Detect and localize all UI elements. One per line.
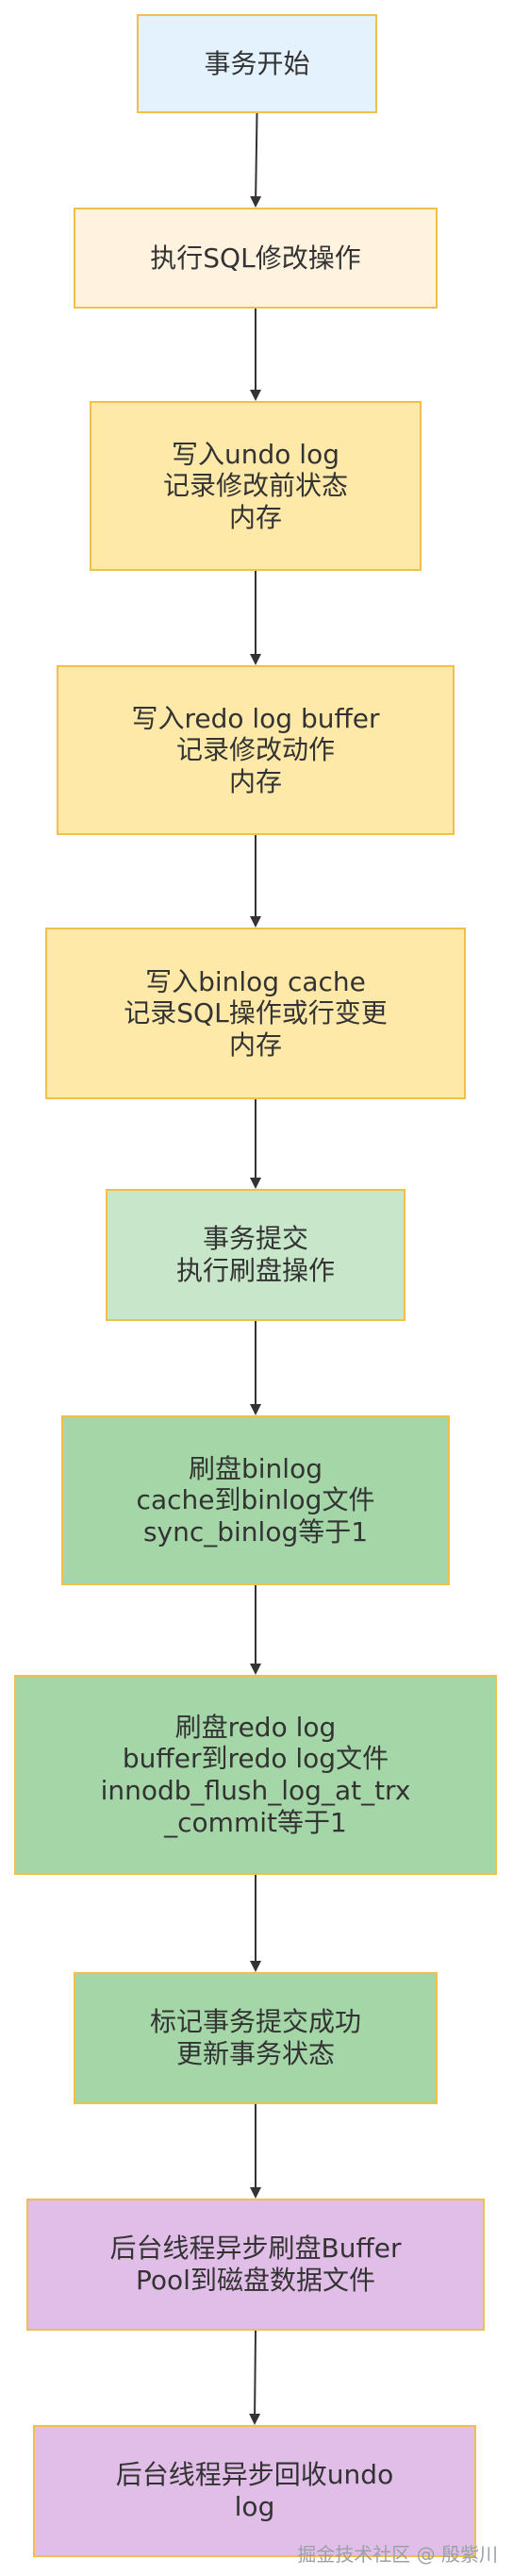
flow-node-6: 事务提交 执行刷盘操作 [106, 1189, 405, 1321]
flow-node-11: 后台线程异步回收undo log [33, 2425, 476, 2557]
flow-node-3: 写入undo log 记录修改前状态 内存 [90, 401, 422, 571]
flow-node-9: 标记事务提交成功 更新事务状态 [74, 1972, 438, 2104]
flow-node-8: 刷盘redo log buffer到redo log文件 innodb_flus… [14, 1675, 497, 1875]
flow-node-1: 事务开始 [137, 14, 377, 113]
flow-node-7: 刷盘binlog cache到binlog文件 sync_binlog等于1 [61, 1415, 450, 1585]
flow-node-4: 写入redo log buffer 记录修改动作 内存 [57, 665, 455, 835]
watermark: 掘金技术社区 @ 殷紫川 [297, 2543, 498, 2566]
flow-node-10: 后台线程异步刷盘Buffer Pool到磁盘数据文件 [26, 2199, 485, 2331]
flow-node-2: 执行SQL修改操作 [74, 208, 438, 309]
flow-arrow-1 [250, 112, 262, 208]
flow-arrow-10 [249, 2330, 261, 2425]
flow-node-5: 写入binlog cache 记录SQL操作或行变更 内存 [45, 928, 466, 1099]
